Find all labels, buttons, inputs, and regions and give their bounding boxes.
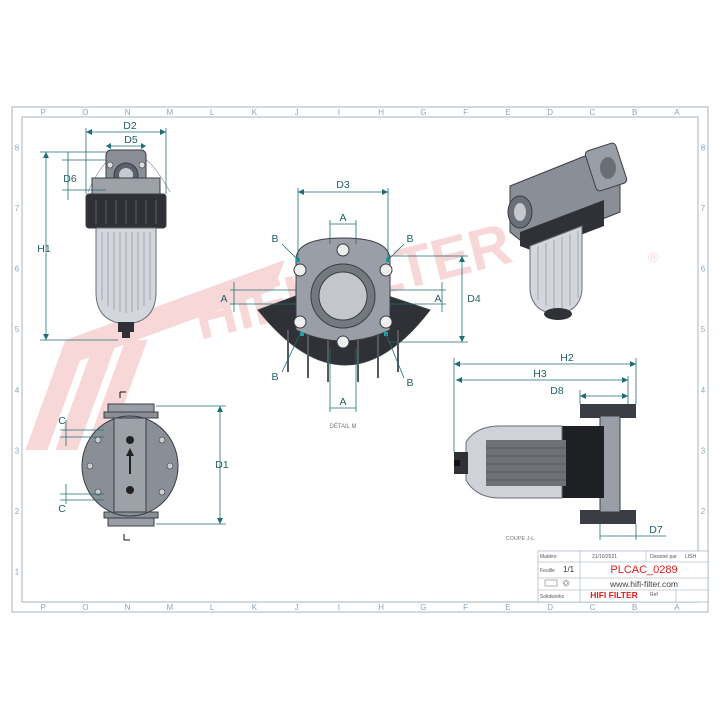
dim-d8: D8 (550, 385, 564, 397)
dim-d5: D5 (124, 134, 138, 146)
dim-d4: D4 (467, 293, 481, 305)
zone-letter: C (589, 108, 595, 117)
tb-feuille-label: Feuille (540, 568, 555, 574)
zone-number: 4 (15, 386, 20, 395)
dim-a-top: A (339, 212, 346, 224)
detail-view-dimensions: D3 A A A A D4 B B B B DÉTAIL M (220, 179, 480, 430)
zone-letter: L (210, 108, 215, 117)
dim-c-bottom: C (58, 503, 66, 515)
zone-letter: D (547, 603, 553, 612)
tb-feuille-value: 1/1 (563, 565, 575, 574)
zone-letter: C (589, 603, 595, 612)
zone-number: 6 (15, 265, 20, 274)
dim-b-bottom-left: B (271, 371, 278, 383)
watermark-registered-icon: ® (648, 249, 659, 265)
zone-letter: P (40, 603, 45, 612)
dim-c-top: C (58, 415, 66, 427)
zone-letter: K (252, 108, 258, 117)
zone-number: 8 (15, 143, 20, 152)
zone-number: 7 (15, 204, 20, 213)
zone-numbers-left: 8 7 6 5 4 3 2 1 (15, 143, 20, 576)
zone-letter: B (632, 603, 637, 612)
zone-letter: O (82, 603, 88, 612)
zone-letter: F (463, 603, 468, 612)
dim-h3: H3 (533, 368, 547, 380)
section-view-dimensions: H2 H3 D8 D7 COUPE J-L (453, 352, 666, 542)
title-block: Matière 21/10/2021 Dessiné par LISH Feui… (537, 550, 709, 603)
dim-d6: D6 (63, 173, 77, 185)
dim-h1: H1 (37, 243, 51, 255)
dim-a-bottom: A (339, 396, 346, 408)
tb-dessine-label: Dessiné par (650, 554, 677, 560)
zone-letter: G (420, 108, 426, 117)
projection-symbol-icon (544, 579, 570, 587)
zone-letter: J (295, 603, 299, 612)
detail-view (257, 237, 431, 382)
zone-number: 7 (701, 204, 706, 213)
tb-ref-label: Ref (650, 592, 658, 598)
zone-number: 5 (15, 325, 20, 334)
zone-number: 5 (701, 325, 706, 334)
zone-letter: H (378, 603, 384, 612)
zone-number: 2 (701, 507, 706, 516)
tb-website: www.hifi-filter.com (609, 579, 678, 589)
zone-number: 2 (15, 507, 20, 516)
dim-b-bottom-right: B (406, 377, 413, 389)
zone-number: 1 (15, 568, 20, 577)
zone-letter: B (632, 108, 637, 117)
zone-letter: I (338, 108, 340, 117)
sheet-frame (11, 106, 709, 613)
zone-letter: L (210, 603, 215, 612)
zone-number: 3 (15, 446, 20, 455)
dim-d2: D2 (123, 120, 137, 132)
tb-solidworks-label: Solidworks (540, 594, 565, 600)
zone-letter: M (167, 603, 174, 612)
tb-matiere-label: Matière (540, 554, 557, 560)
dim-b-top-right: B (406, 233, 413, 245)
isometric-view (507, 142, 628, 320)
dim-b-top-left: B (271, 233, 278, 245)
zone-number: 6 (701, 265, 706, 274)
zone-letter: A (674, 603, 680, 612)
front-view (85, 149, 171, 338)
dim-d3: D3 (336, 179, 350, 191)
zone-letter: D (547, 108, 553, 117)
zone-letter: H (378, 108, 384, 117)
zone-letter: N (125, 603, 131, 612)
zone-letter: E (505, 108, 510, 117)
section-view (454, 404, 636, 524)
zone-letter: N (125, 108, 131, 117)
zone-number: 3 (701, 446, 706, 455)
zone-letter: F (463, 108, 468, 117)
zone-number: 8 (701, 143, 706, 152)
zone-letter: J (295, 108, 299, 117)
zone-letter: E (505, 603, 510, 612)
zone-letter: P (40, 108, 45, 117)
dim-d7: D7 (649, 524, 663, 536)
dim-h2: H2 (560, 352, 574, 364)
tb-dessine-value: LISH (685, 554, 697, 560)
dim-d1: D1 (215, 459, 229, 471)
zone-letter: M (167, 108, 174, 117)
tb-date: 21/10/2021 (592, 554, 617, 560)
front-view-dimensions: D2 D5 D6 H1 (37, 120, 167, 341)
zone-letter: I (338, 603, 340, 612)
detail-caption: DÉTAIL M (329, 423, 356, 430)
tb-part-number: PLCAC_0289 (610, 564, 677, 576)
dim-a-right: A (434, 293, 441, 305)
zone-letter: K (252, 603, 258, 612)
zone-letter: O (82, 108, 88, 117)
section-caption: COUPE J-L (506, 536, 535, 542)
zone-letter: G (420, 603, 426, 612)
zone-number: 4 (701, 386, 706, 395)
top-view-dimensions: D1 C C (58, 405, 229, 525)
top-view (81, 391, 179, 541)
tb-brand: HIFI FILTER (590, 590, 638, 600)
dim-a-left: A (220, 293, 227, 305)
zone-letter: A (674, 108, 680, 117)
